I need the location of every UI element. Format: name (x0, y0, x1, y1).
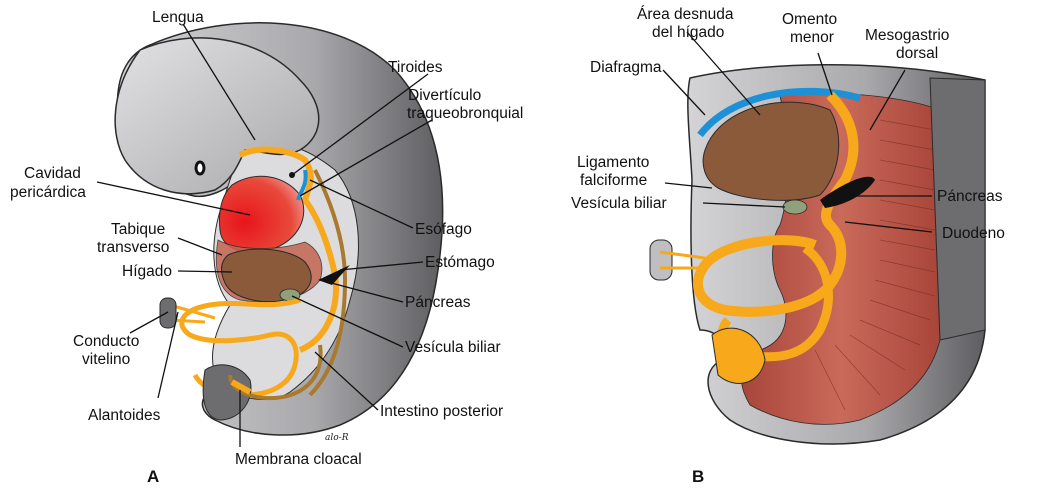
label-area-1: Área desnuda (637, 6, 734, 23)
label-intestino: Intestino posterior (380, 403, 503, 420)
label-tiroides: Tiroides (388, 59, 443, 76)
vitelline-stalk-a (160, 298, 176, 328)
label-omento-1: Omento (782, 11, 837, 28)
gallbladder-b (783, 200, 807, 214)
label-vesicula-b: Vesícula biliar (571, 195, 667, 212)
panel-b-embryo (650, 65, 985, 444)
label-meso-2: dorsal (896, 45, 938, 62)
eye-a (196, 162, 204, 174)
label-ligamento-2: falciforme (580, 172, 647, 189)
label-ligamento-1: Ligamento (577, 154, 649, 171)
label-tabique-1: Tabique (111, 221, 165, 238)
label-omento-2: menor (790, 29, 834, 46)
label-esofago: Esófago (415, 221, 472, 238)
label-vesicula-a: Vesícula biliar (405, 339, 501, 356)
label-conducto-1: Conducto (73, 333, 139, 350)
label-lengua: Lengua (152, 9, 204, 26)
label-tabique-2: transverso (97, 239, 169, 256)
label-diverticulo-1: Divertículo (408, 87, 481, 104)
label-pancreas-b: Páncreas (937, 188, 1003, 205)
label-cavidad-2: pericárdica (10, 184, 86, 201)
label-cavidad-1: Cavidad (24, 165, 81, 182)
label-pancreas-a: Páncreas (405, 294, 471, 311)
vitelline-stalk-b (650, 240, 672, 280)
label-diverticulo-2: traqueobronquial (407, 105, 523, 122)
label-duodeno: Duodeno (942, 225, 1005, 242)
label-alantoides: Alantoides (88, 407, 161, 424)
label-higado: Hígado (122, 263, 172, 280)
label-conducto-2: vitelino (82, 351, 130, 368)
dorsal-wall-b (930, 78, 985, 340)
label-membrana: Membrana cloacal (235, 451, 362, 468)
artist-signature: alo-R (325, 433, 349, 443)
label-area-2: del hígado (652, 24, 724, 41)
label-estomago: Estómago (425, 254, 495, 271)
label-diafragma: Diafragma (590, 59, 662, 76)
panel-letter-b: B (692, 467, 704, 486)
label-meso-1: Mesogastrio (865, 27, 949, 44)
panel-letter-a: A (147, 467, 159, 486)
